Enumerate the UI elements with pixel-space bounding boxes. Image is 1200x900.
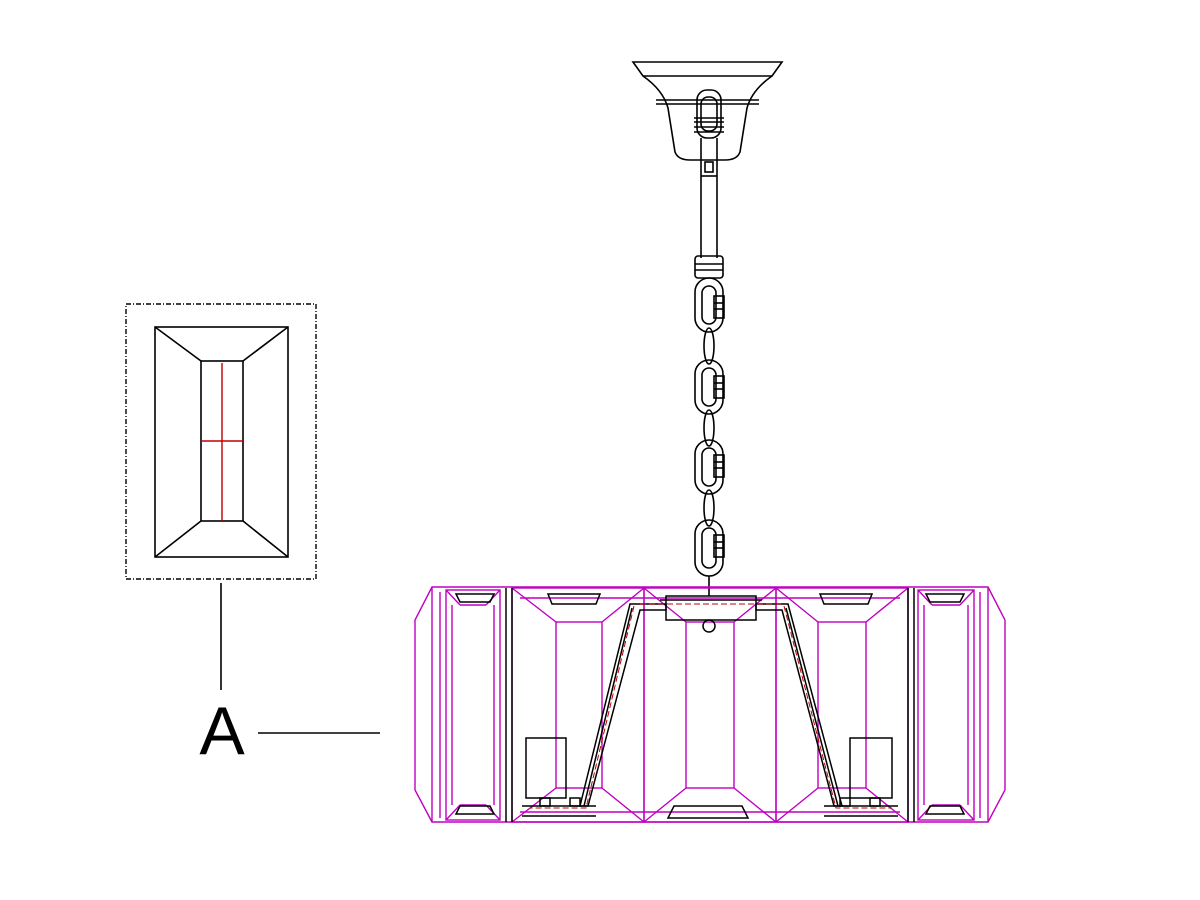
wiring-centerline bbox=[530, 603, 892, 809]
left-socket bbox=[525, 737, 567, 799]
chain bbox=[694, 277, 725, 596]
crystal-prisms bbox=[414, 586, 1006, 823]
callout-label: A bbox=[199, 693, 245, 769]
detail-border bbox=[125, 303, 317, 580]
down-rod bbox=[694, 138, 724, 279]
right-socket bbox=[849, 737, 893, 799]
detail-centerline bbox=[201, 363, 243, 521]
detail-view-a bbox=[125, 303, 317, 580]
lamp-frame bbox=[454, 588, 966, 822]
lamp-body bbox=[414, 586, 1006, 823]
canopy bbox=[631, 61, 784, 161]
